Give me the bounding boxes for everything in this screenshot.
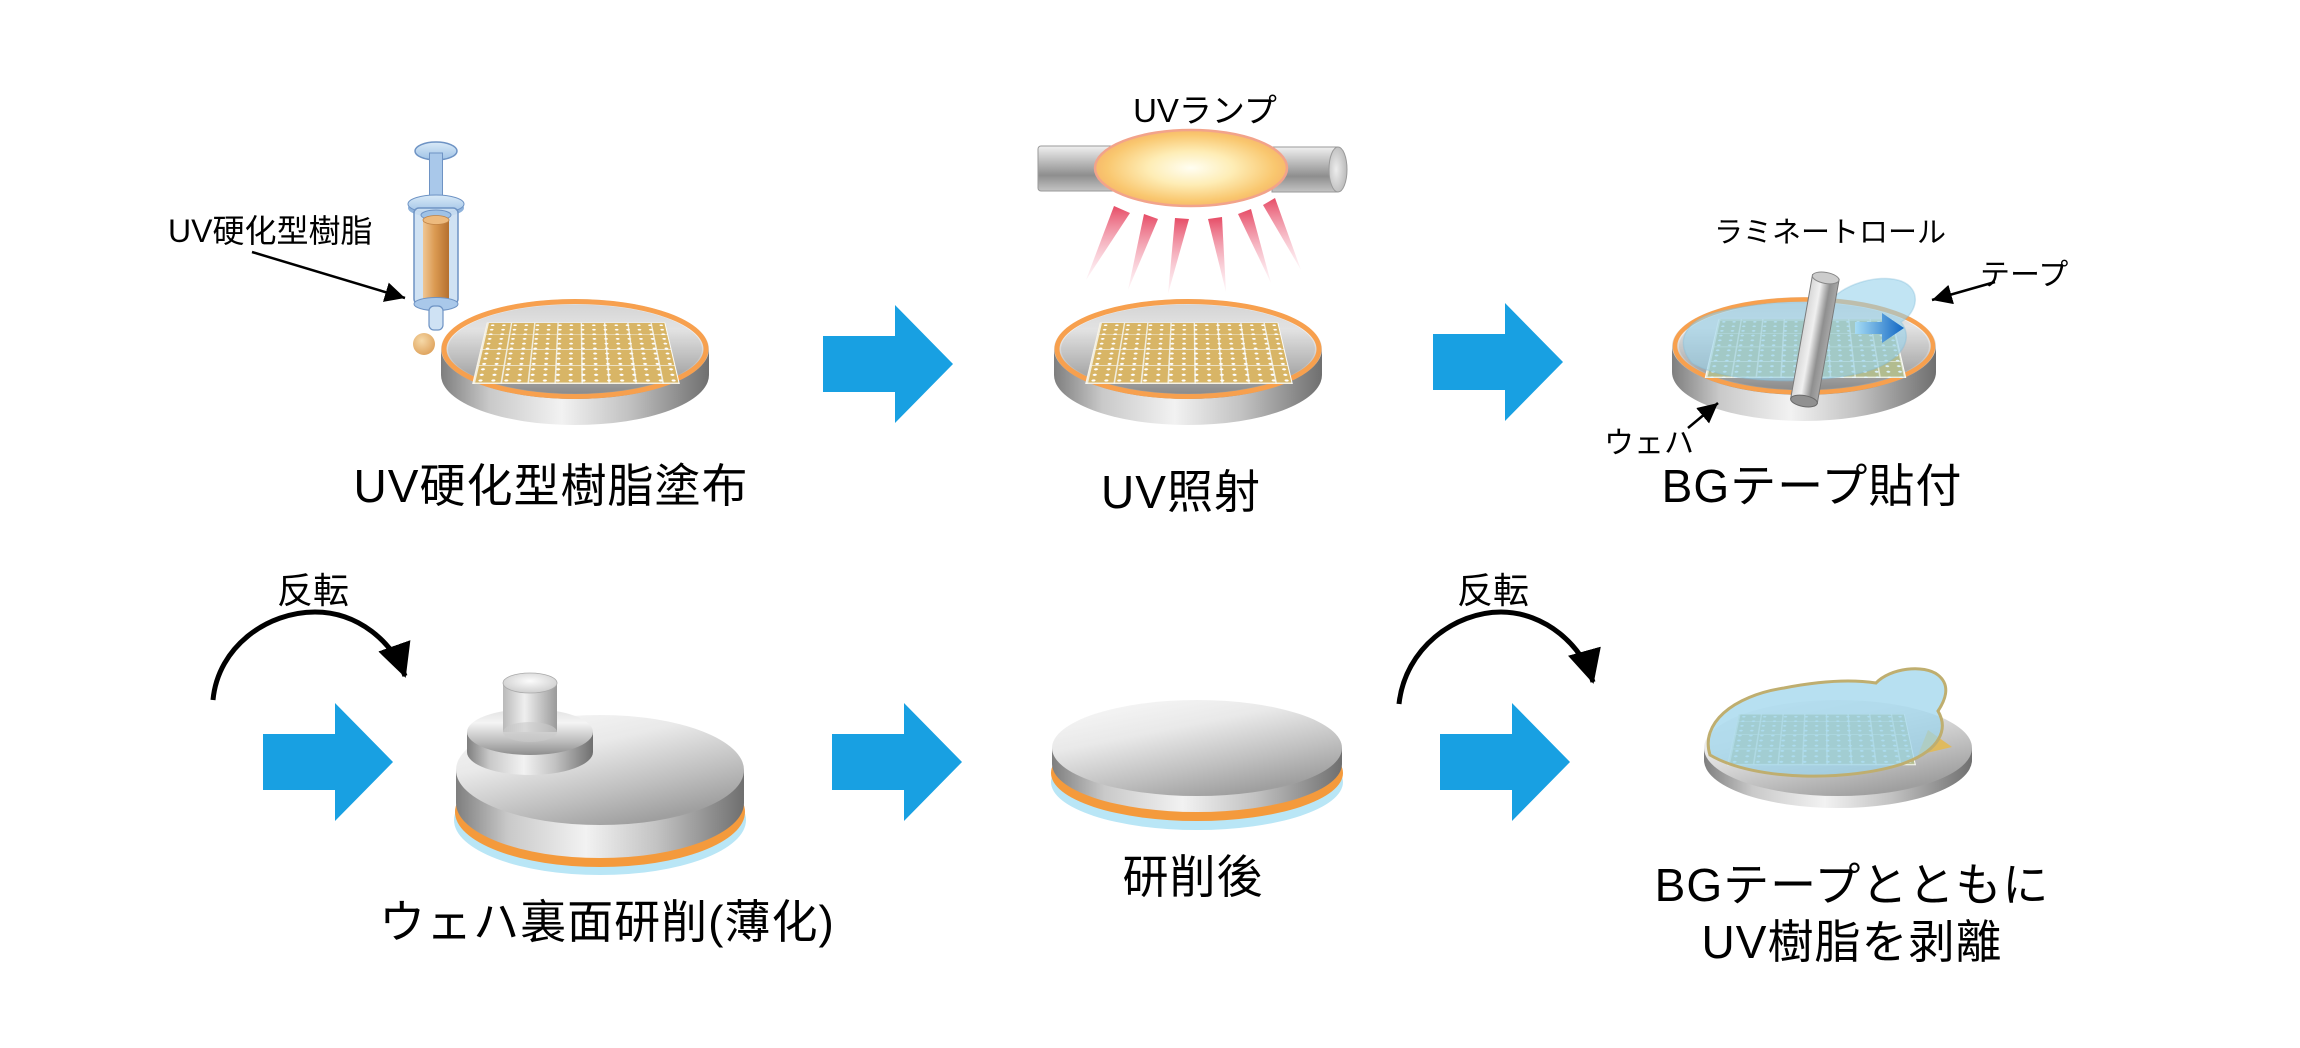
flow-arrow-4 [832,703,962,821]
resin-droplet [413,333,435,355]
wafer-annotation-label: ウェハ [1604,427,1694,460]
flow-arrow-5 [1440,703,1570,821]
die-grid-step2 [1085,322,1293,384]
laminate-roller [1790,271,1840,408]
flow-arrow-1 [823,305,953,423]
syringe-icon [407,141,465,355]
caption-step4: ウェハ裏面研削(薄化) [379,896,835,948]
uv-lamp-icon [1037,128,1348,294]
flow-arrow-2 [1433,303,1563,421]
flip-arc-arrow-right [1396,609,1601,705]
uv-rays [1086,198,1301,294]
flow-arrow-3 [263,703,393,821]
caption-step3: BGテープ貼付 [1661,460,1963,512]
die-grid-step1 [472,322,680,384]
tape-annotation-label: テープ [1980,259,2069,292]
grinding-wheel-illustration [454,672,746,875]
lamp-glow [1093,128,1289,208]
flip-annotation-label-right: 反転 [1456,570,1529,611]
caption-step5: 研削後 [1122,851,1264,903]
caption-step2: UV照射 [1101,466,1261,518]
lamination-overlay [1682,271,1916,408]
caption-step6-line2: UV樹脂を剥離 [1701,916,2003,968]
lamination-direction-arrow [1855,313,1904,343]
laminate-roll-annotation-label: ラミネートロール [1713,217,1946,249]
resin-annotation-label: UV硬化型樹脂 [168,213,373,249]
flip-arc-arrow-left [210,609,411,701]
wafer-pointer-arrow [1687,402,1719,429]
resin-pointer-arrow [251,250,406,302]
thinned-wafer-illustration [1051,700,1343,830]
tape-pointer-arrow [1931,280,1996,305]
wafer-resin-rim [441,299,709,399]
peel-overlay [1706,667,1952,778]
uv-lamp-annotation-label: UVランプ [1133,92,1277,129]
caption-step6-line1: BGテープとともに [1654,859,2050,911]
syringe-tip [428,305,444,331]
wafer-resin-rim [1054,299,1322,399]
peeling-tape-with-resin [1706,667,1948,778]
caption-step1: UV硬化型樹脂塗布 [353,460,749,512]
flip-annotation-label-left: 反転 [276,570,349,611]
bg-tape-sheet [1682,277,1916,382]
syringe-resin-fill [423,220,449,300]
wafer-backside [1052,700,1342,796]
